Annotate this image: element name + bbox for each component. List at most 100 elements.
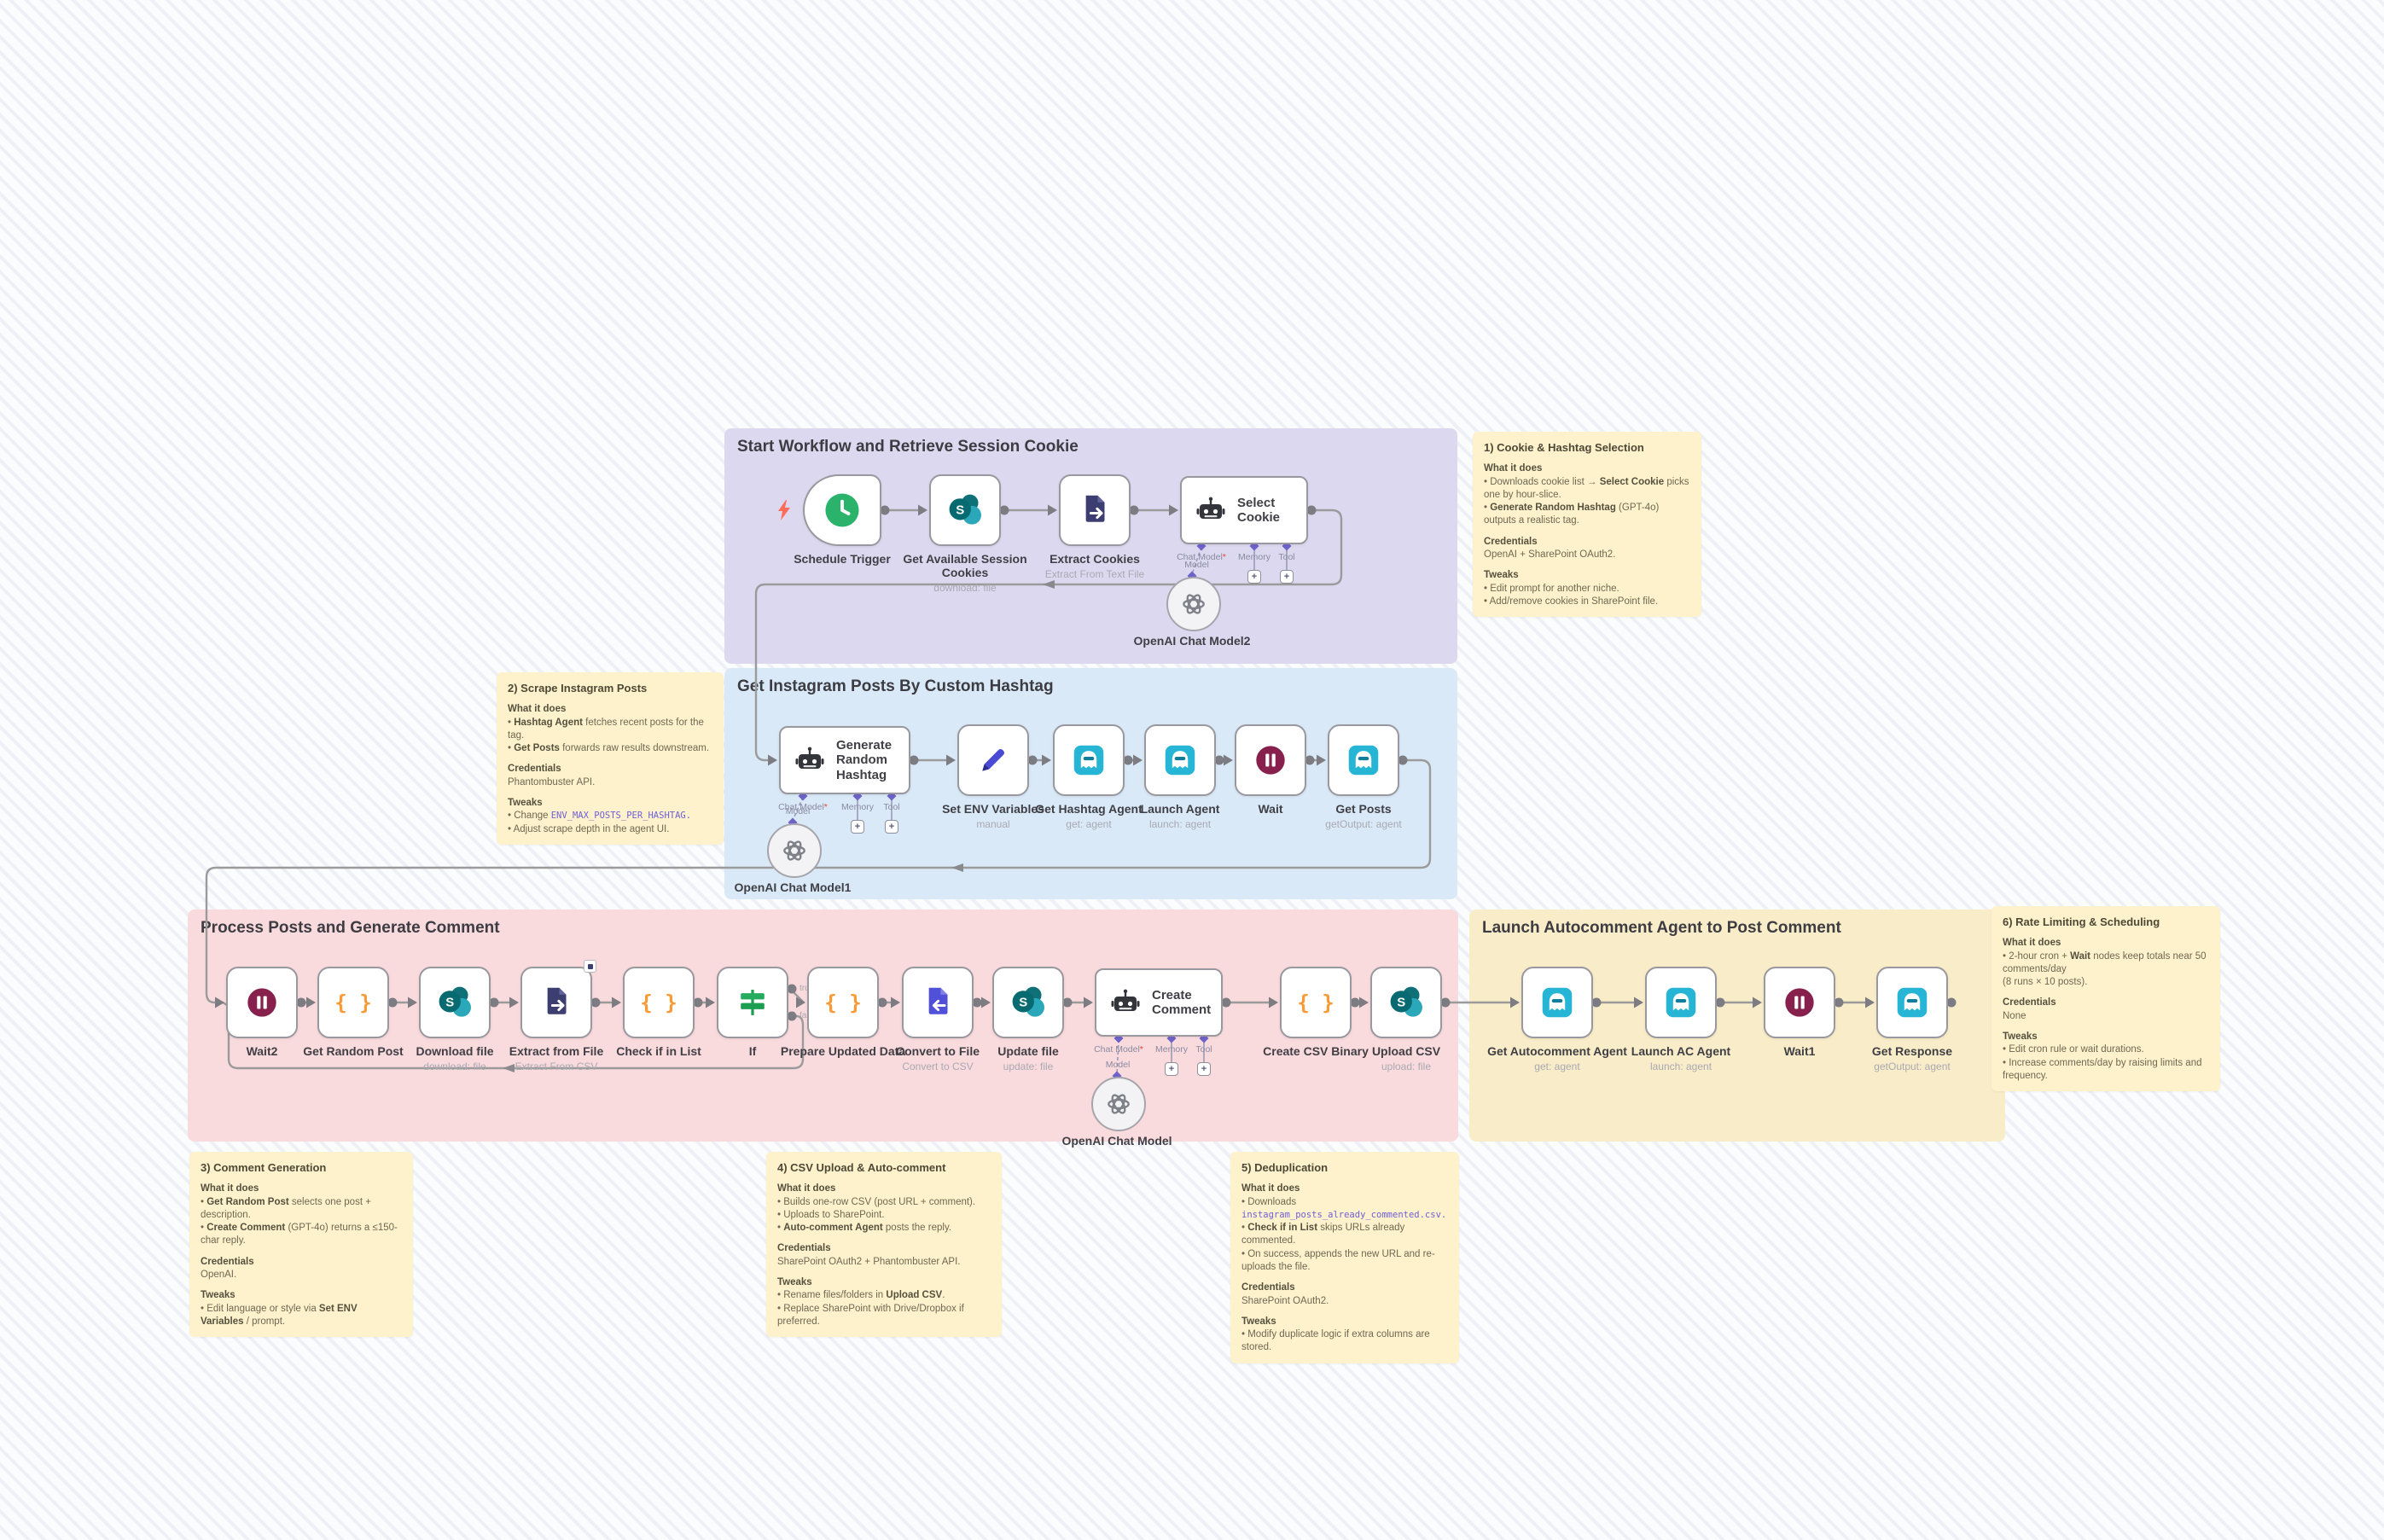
output-port[interactable]: [1214, 755, 1224, 765]
input-port[interactable]: [946, 754, 956, 766]
node-grh[interactable]: Generate Random Hashtag: [779, 726, 910, 794]
node-pud[interactable]: { }: [807, 967, 879, 1038]
output-port[interactable]: [1591, 997, 1602, 1008]
input-port[interactable]: [1084, 997, 1093, 1008]
node-eff[interactable]: [520, 967, 592, 1038]
output-port[interactable]: [1350, 997, 1360, 1008]
input-port[interactable]: [891, 997, 900, 1008]
node-w2[interactable]: [226, 967, 298, 1038]
section-1[interactable]: Start Workflow and Retrieve Session Cook…: [724, 428, 1457, 664]
node-st[interactable]: [803, 474, 881, 546]
sticky-text: •: [508, 743, 515, 754]
output-port[interactable]: [1834, 997, 1844, 1008]
output-port[interactable]: [880, 505, 890, 515]
node-ctf[interactable]: [902, 967, 974, 1038]
input-port[interactable]: [1048, 504, 1057, 516]
output-port[interactable]: [787, 984, 797, 994]
input-port[interactable]: [918, 504, 927, 516]
output-port[interactable]: [1305, 755, 1315, 765]
input-port[interactable]: [1510, 997, 1520, 1008]
output-port[interactable]: [489, 997, 499, 1008]
output-port[interactable]: [1715, 997, 1725, 1008]
input-port[interactable]: [306, 997, 316, 1008]
input-port[interactable]: [1753, 997, 1762, 1008]
output-port[interactable]: [1123, 755, 1133, 765]
node-cc[interactable]: Create Comment: [1095, 968, 1223, 1037]
node-oai2[interactable]: [1166, 577, 1221, 631]
node-gp[interactable]: [1328, 724, 1399, 796]
output-port[interactable]: [1221, 997, 1231, 1008]
node-if[interactable]: [717, 967, 788, 1038]
node-gasc[interactable]: S: [929, 474, 1001, 546]
input-port[interactable]: [981, 997, 991, 1008]
input-port[interactable]: [408, 997, 417, 1008]
node-sublabel: getOutput: agent: [1325, 817, 1402, 830]
sticky-text: • Replace SharePoint with Drive/Dropbox …: [777, 1303, 964, 1327]
node-sc[interactable]: Select Cookie: [1180, 476, 1308, 544]
output-port[interactable]: [1946, 997, 1957, 1008]
node-ccb[interactable]: { }: [1280, 967, 1352, 1038]
input-port[interactable]: [796, 997, 805, 1008]
output-port[interactable]: [877, 997, 887, 1008]
node-oai0[interactable]: [1091, 1077, 1146, 1131]
output-port[interactable]: [787, 1011, 797, 1021]
input-port[interactable]: [215, 997, 224, 1008]
add-tool-button[interactable]: +: [1280, 570, 1294, 584]
output-port[interactable]: [387, 997, 398, 1008]
node-df[interactable]: S: [419, 967, 491, 1038]
node-oai1[interactable]: [767, 823, 822, 878]
input-port[interactable]: [612, 997, 621, 1008]
input-port[interactable]: [768, 754, 777, 766]
node-gha[interactable]: [1053, 724, 1125, 796]
node-w1[interactable]: [1764, 967, 1835, 1038]
output-port[interactable]: [590, 997, 601, 1008]
output-port[interactable]: [1062, 997, 1073, 1008]
node-gaa[interactable]: [1521, 967, 1593, 1038]
input-port[interactable]: [1224, 754, 1233, 766]
input-port[interactable]: [706, 997, 715, 1008]
add-tool-button[interactable]: +: [1197, 1062, 1211, 1076]
output-port[interactable]: [1440, 997, 1451, 1008]
sticky-text: Check if in List: [1247, 1223, 1318, 1234]
input-port[interactable]: [1269, 997, 1278, 1008]
add-memory-button[interactable]: +: [851, 820, 864, 834]
output-port[interactable]: [1306, 505, 1317, 515]
input-port[interactable]: [1634, 997, 1643, 1008]
input-port[interactable]: [509, 997, 519, 1008]
input-port[interactable]: [1359, 997, 1369, 1008]
add-memory-button[interactable]: +: [1247, 570, 1261, 584]
output-port[interactable]: [972, 997, 982, 1008]
output-port[interactable]: [1398, 755, 1408, 765]
output-port[interactable]: [1129, 505, 1139, 515]
node-laca[interactable]: [1645, 967, 1717, 1038]
output-port[interactable]: [1027, 755, 1038, 765]
execute-bolt-icon[interactable]: [776, 499, 793, 521]
input-port[interactable]: [1169, 504, 1178, 516]
node-cil[interactable]: { }: [623, 967, 695, 1038]
node-uf[interactable]: S: [992, 967, 1064, 1038]
node-gr[interactable]: [1876, 967, 1948, 1038]
input-port[interactable]: [1317, 754, 1326, 766]
output-port[interactable]: [693, 997, 703, 1008]
add-memory-button[interactable]: +: [1165, 1062, 1178, 1076]
node-grp[interactable]: { }: [317, 967, 389, 1038]
node-ec[interactable]: [1059, 474, 1131, 546]
output-port[interactable]: [999, 505, 1009, 515]
input-port[interactable]: [1133, 754, 1143, 766]
output-port[interactable]: [909, 755, 919, 765]
input-port[interactable]: [1865, 997, 1875, 1008]
output-port[interactable]: [296, 997, 306, 1008]
node-senv[interactable]: [957, 724, 1029, 796]
add-tool-button[interactable]: +: [885, 820, 898, 834]
node-wait[interactable]: [1235, 724, 1306, 796]
input-port[interactable]: [1042, 754, 1051, 766]
node-ucsv[interactable]: S: [1370, 967, 1442, 1038]
node-la[interactable]: [1144, 724, 1216, 796]
